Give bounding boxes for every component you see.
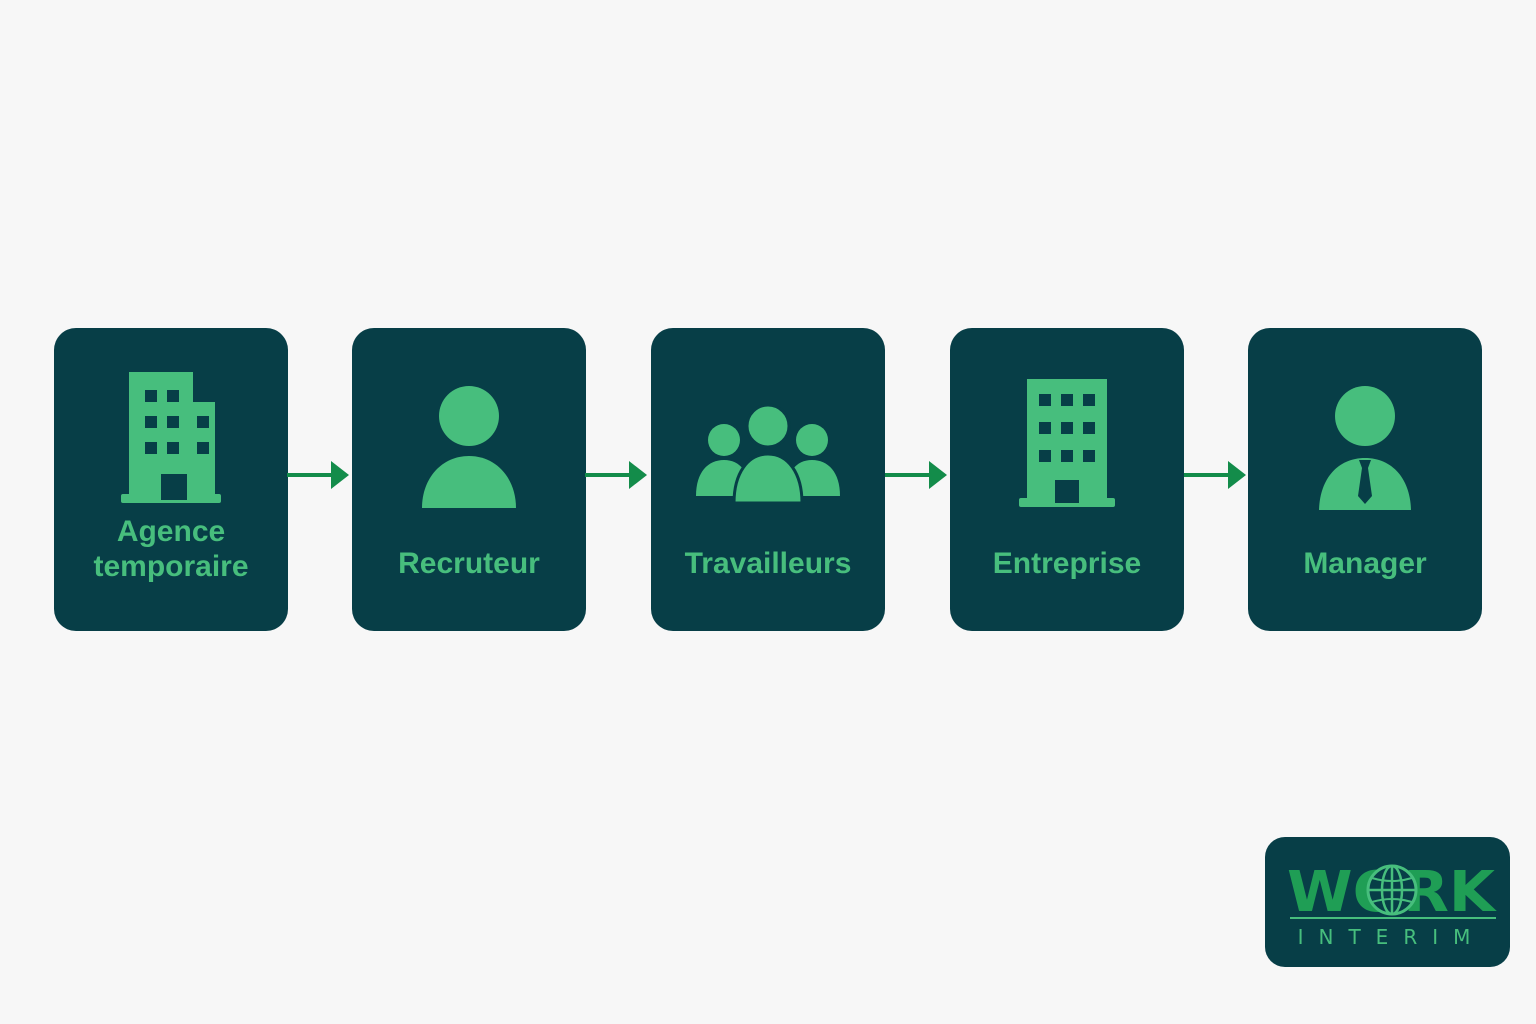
step-label: Recruteur — [398, 546, 540, 580]
step-label: Entreprise — [992, 546, 1142, 580]
arrow-right-icon — [585, 461, 647, 489]
step-label: Agence temporaire — [93, 515, 249, 583]
step-card-travailleurs: Travailleurs — [651, 328, 885, 631]
step-card-recruteur: Recruteur — [352, 328, 586, 631]
work-wordmark-logo: WORK — [1287, 860, 1498, 925]
globe-icon — [1366, 864, 1418, 916]
arrow-right-icon — [1184, 461, 1246, 489]
arrow-right-icon — [287, 461, 349, 489]
group-icon — [651, 370, 885, 512]
manager-icon — [1248, 370, 1482, 512]
step-card-entreprise: Entreprise — [950, 328, 1184, 631]
step-label: Travailleurs — [684, 546, 852, 580]
step-card-agence-temporaire: Agence temporaire — [54, 328, 288, 631]
office-building-icon — [54, 370, 288, 512]
office-tower-icon — [950, 370, 1184, 512]
work-interim-logo: WORK INTERIM — [1265, 837, 1510, 967]
logo-subtitle: INTERIM — [1297, 925, 1486, 949]
person-icon — [352, 370, 586, 512]
step-card-manager: Manager — [1248, 328, 1482, 631]
arrow-right-icon — [885, 461, 947, 489]
step-label: Manager — [1303, 546, 1427, 580]
